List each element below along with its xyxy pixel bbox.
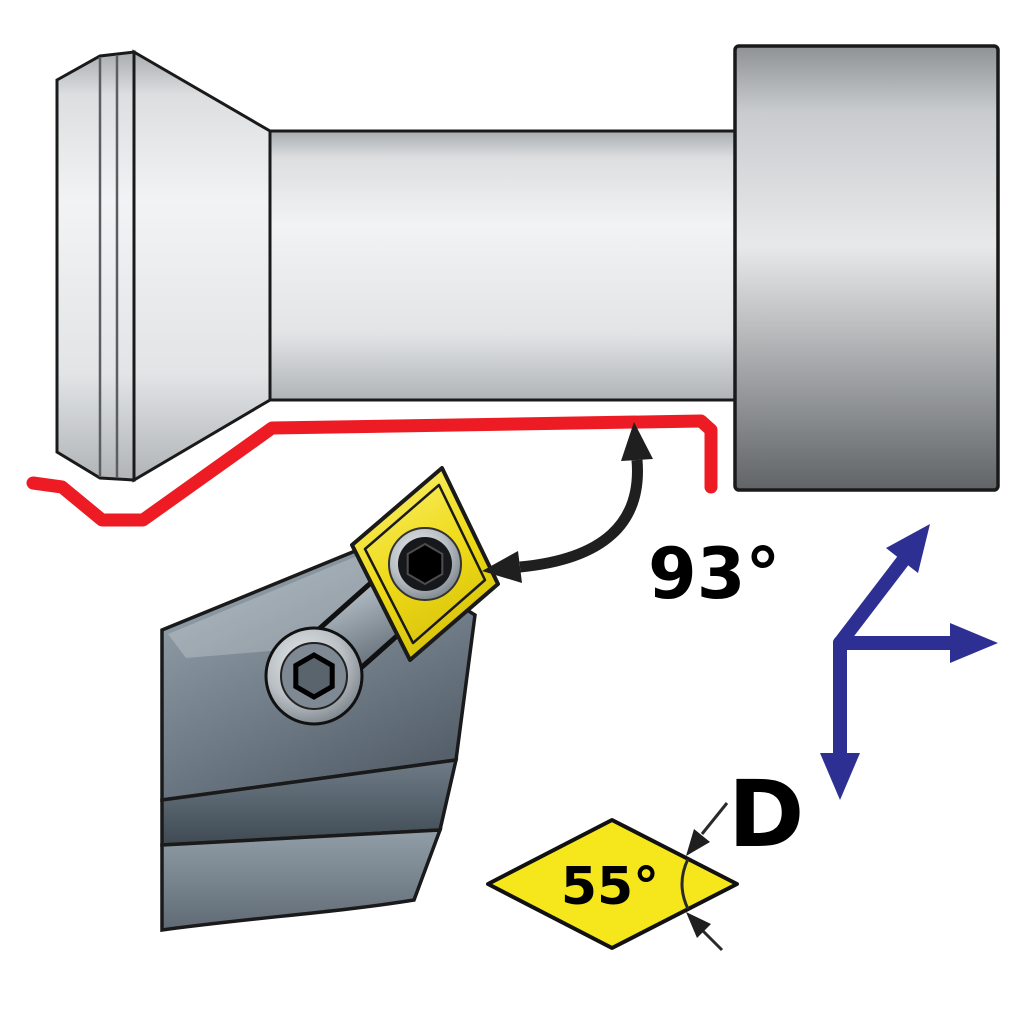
tool-holder — [160, 466, 500, 933]
approach-angle-label: 93° — [648, 533, 780, 615]
feed-arrow-diagonal-shaft — [833, 551, 912, 650]
diamond-insert-inner-edge — [363, 483, 487, 645]
insert-shape-code-label: D — [728, 761, 804, 868]
insert-point-angle-label: 55° — [561, 857, 659, 917]
feed-arrowhead-right-icon — [950, 623, 998, 663]
insert-hex-socket-icon — [406, 542, 444, 586]
approach-angle-annotation: 93° — [482, 422, 780, 615]
curved-arrowhead-top-icon — [621, 422, 653, 461]
angle-leader-bottom — [701, 929, 724, 952]
angle-arrowhead-bottom-icon — [686, 912, 711, 938]
curved-arrowhead-left-icon — [482, 551, 522, 583]
insert-shape-annotation: 55° D — [486, 761, 804, 952]
cutting-path — [26, 414, 718, 527]
feed-direction-arrows — [820, 524, 998, 800]
chuck-block — [733, 44, 1000, 492]
clamp-hex-socket-icon — [293, 652, 335, 700]
angle-leader-top — [700, 802, 729, 835]
curved-angle-arrow — [519, 459, 643, 573]
holder-shank — [160, 828, 443, 933]
feed-arrowhead-diagonal-icon — [886, 524, 930, 573]
feed-arrowhead-down-icon — [820, 753, 860, 800]
toolpath-line — [26, 414, 718, 527]
workpiece-left-end — [55, 50, 136, 482]
workpiece-cylinder — [268, 129, 737, 402]
workpiece-taper — [132, 49, 272, 483]
workpiece — [55, 44, 1000, 492]
angle-arrowhead-top-icon — [686, 829, 710, 856]
angle-arc — [680, 858, 690, 910]
insert-shape-diamond — [486, 818, 739, 950]
